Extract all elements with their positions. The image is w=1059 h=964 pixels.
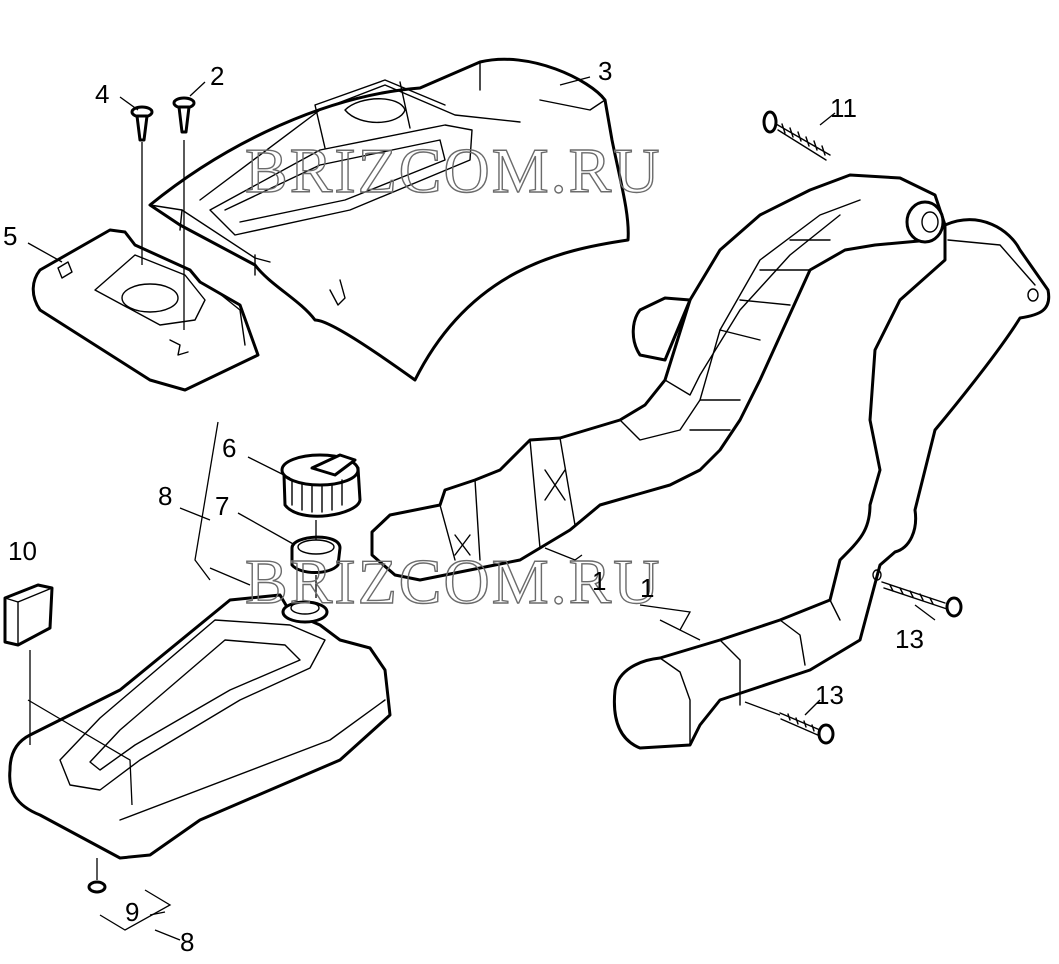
bracket-8-upper: [179, 421, 251, 586]
part-6-fuel-cap: [280, 453, 362, 518]
part-10-filter: [3, 583, 54, 745]
part-8-fuel-tank: [8, 520, 392, 860]
callout-5: 5: [3, 221, 17, 251]
leader-lines: [27, 76, 936, 916]
watermark-top: BRIZCOM.RU: [245, 135, 662, 206]
callout-13-upper: 13: [895, 624, 924, 654]
callout-8-lower: 8: [180, 927, 194, 957]
part-5-top-cover-left: [31, 228, 260, 392]
bracket-9-8: [99, 889, 181, 941]
callout-9: 9: [125, 897, 139, 927]
callout-7: 7: [215, 491, 229, 521]
part-4-screw: [130, 105, 154, 265]
bracket-1: [544, 547, 701, 641]
part-2-screw: [172, 96, 196, 330]
bracket-10-filter: [27, 699, 133, 806]
callout-4: 4: [95, 79, 109, 109]
callout-1-left: 1: [592, 566, 606, 596]
callout-1-right: 1: [640, 573, 654, 603]
watermark-middle: BRIZCOM.RU: [245, 546, 662, 617]
callout-2: 2: [210, 61, 224, 91]
callout-3: 3: [598, 56, 612, 86]
part-1-handle-frame: [370, 173, 947, 582]
callout-11: 11: [830, 93, 857, 123]
callout-13-lower: 13: [815, 680, 844, 710]
part-13-screw-upper: [881, 581, 963, 618]
callout-8-upper: 8: [158, 481, 172, 511]
callout-6: 6: [222, 433, 236, 463]
callout-10: 10: [8, 536, 37, 566]
part-13-screw-lower: [744, 701, 835, 745]
part-11-screw: [762, 110, 831, 161]
part-3-cover: [148, 57, 630, 382]
callout-labels: 4 2 3 5 11 6 7 8 10 1 1 13 13 9 8: [3, 56, 924, 957]
part-1-lower-handle: [612, 218, 1051, 750]
part-7-seal-ring: [290, 535, 342, 574]
part-9-grommet: [87, 858, 107, 894]
watermarks: BRIZCOM.RU BRIZCOM.RU: [244, 134, 662, 617]
